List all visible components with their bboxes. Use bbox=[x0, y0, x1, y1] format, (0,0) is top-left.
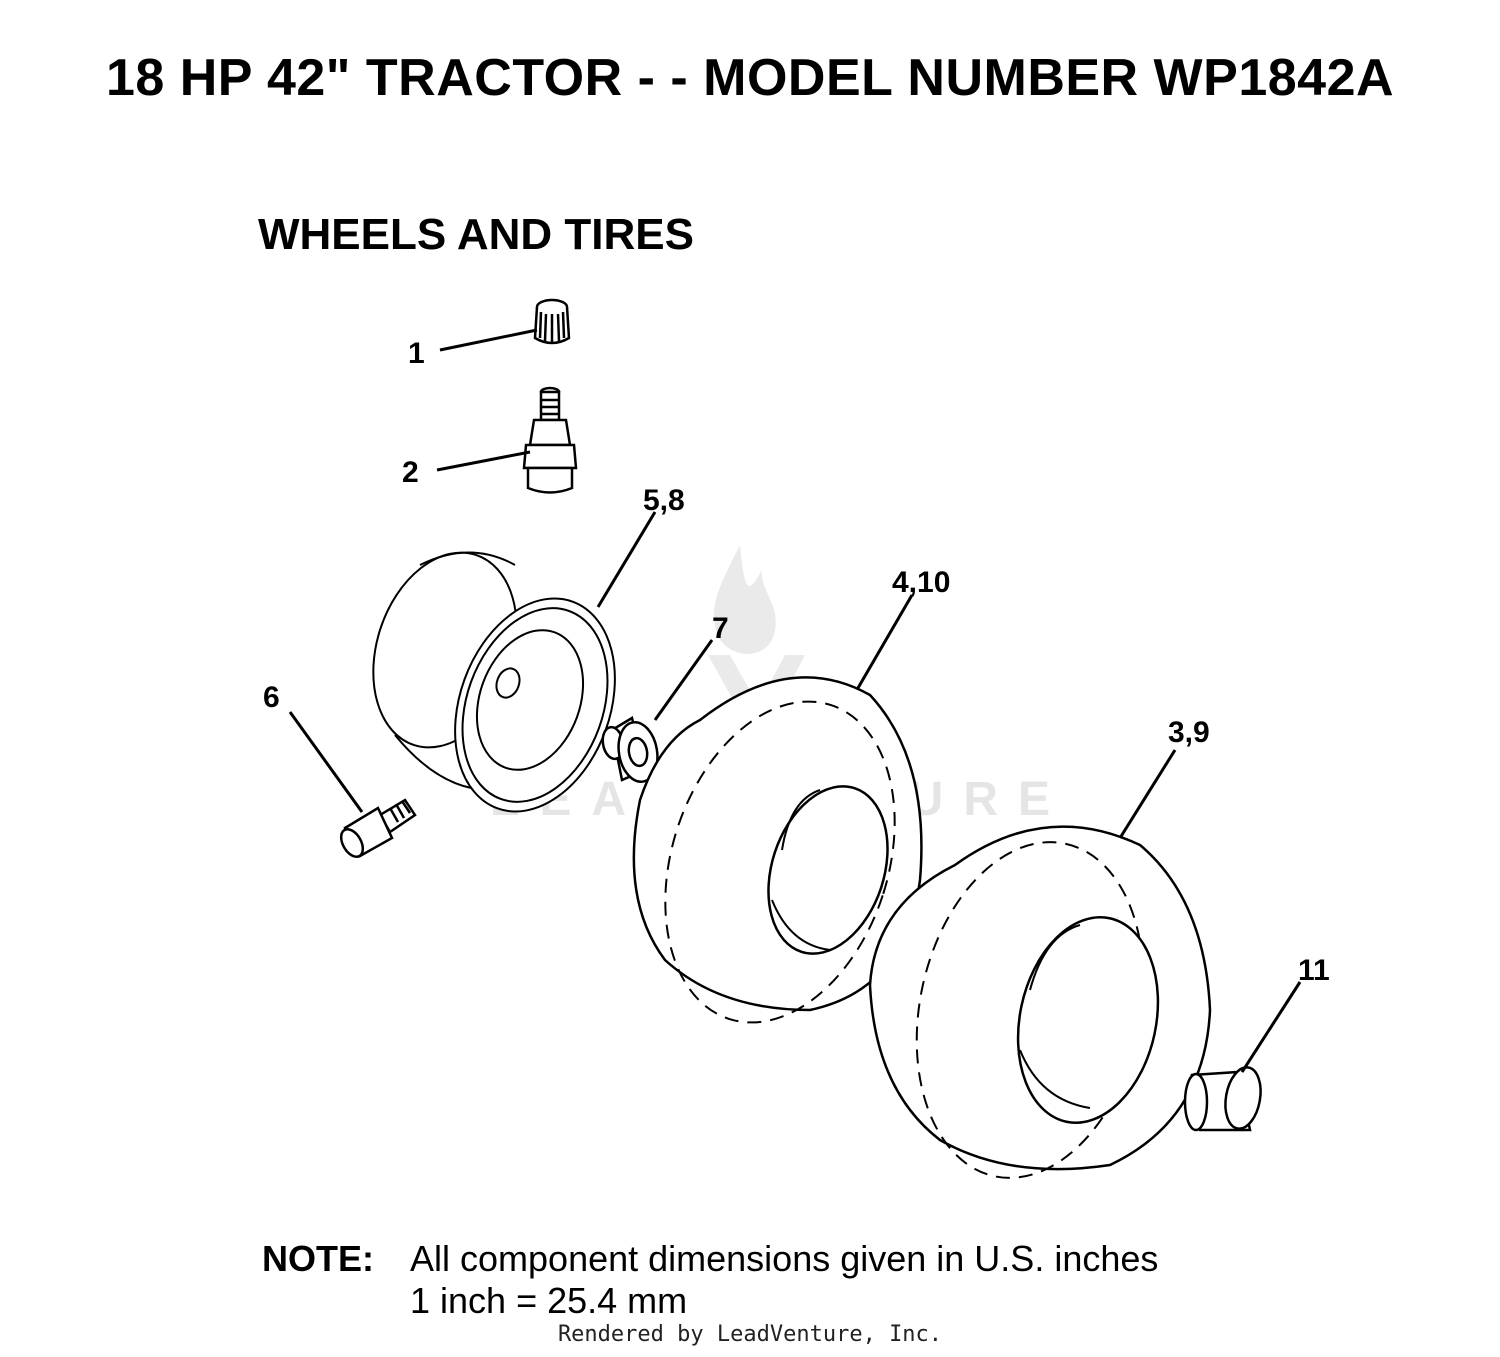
section-title: WHEELS AND TIRES bbox=[258, 210, 694, 259]
grease-fitting-part bbox=[339, 798, 417, 858]
note-line-1: All component dimensions given in U.S. i… bbox=[410, 1238, 1159, 1279]
callout-4-10: 4,10 bbox=[892, 566, 950, 599]
callout-1: 1 bbox=[408, 337, 425, 370]
hub-cap-part bbox=[1183, 1066, 1262, 1132]
footer-credit: Rendered by LeadVenture, Inc. bbox=[557, 1322, 943, 1347]
flame-icon bbox=[713, 545, 776, 654]
valve-stem-part bbox=[522, 386, 578, 494]
note-line-2: 1 inch = 25.4 mm bbox=[410, 1280, 688, 1321]
bushing-part bbox=[601, 716, 659, 783]
callout-6: 6 bbox=[263, 681, 280, 714]
callout-5-8: 5,8 bbox=[643, 484, 685, 517]
callout-11: 11 bbox=[1298, 954, 1330, 987]
v-logo-icon bbox=[708, 655, 805, 745]
note-label: NOTE: bbox=[262, 1238, 374, 1279]
page-title: 18 HP 42" TRACTOR - - MODEL NUMBER WP184… bbox=[105, 49, 1395, 107]
callout-2: 2 bbox=[402, 456, 419, 489]
wheel-rim-part bbox=[372, 551, 616, 813]
note-block: NOTE: All component dimensions given in U… bbox=[262, 1238, 1158, 1322]
valve-cap-part bbox=[533, 298, 571, 345]
front-tire-part bbox=[632, 676, 923, 1024]
rear-tire-part bbox=[868, 825, 1212, 1179]
callout-3-9: 3,9 bbox=[1168, 716, 1210, 749]
callout-7: 7 bbox=[712, 612, 729, 645]
note-lines: All component dimensions given in U.S. i… bbox=[410, 1238, 1158, 1322]
